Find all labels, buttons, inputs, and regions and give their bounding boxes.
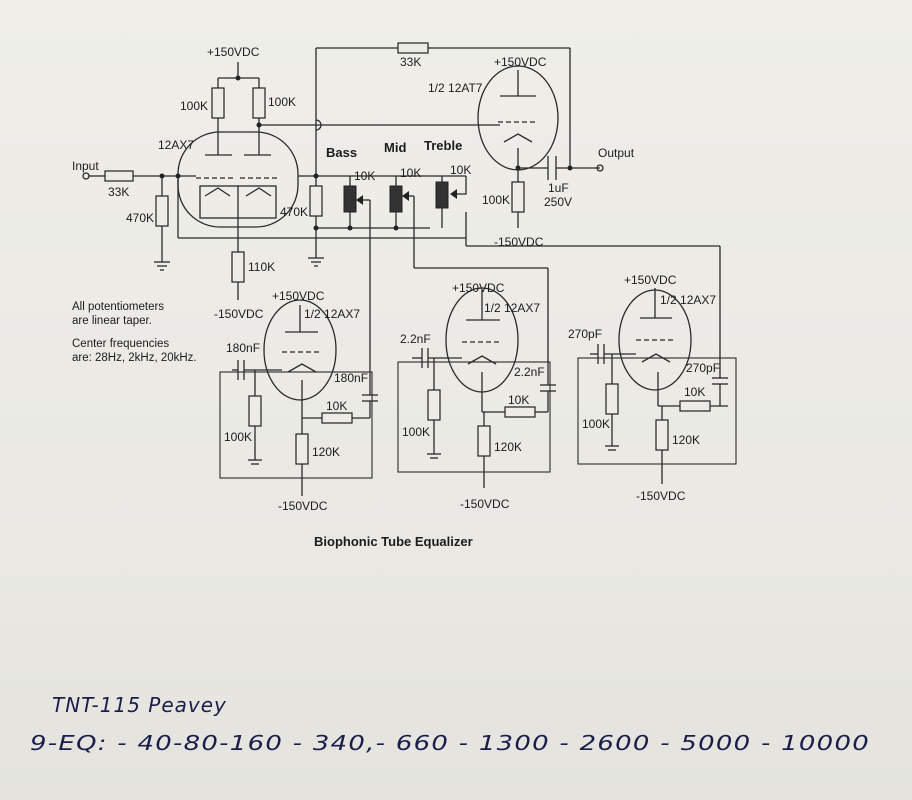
label-s3-r10k: 10K	[684, 385, 705, 399]
label-plus150-top: +150VDC	[207, 45, 260, 59]
component-labels: +150VDC 100K 100K 12AX7 Input 33K 470K 4…	[72, 45, 720, 549]
pot-bass	[343, 185, 357, 213]
label-s1-r120k: 120K	[312, 445, 340, 459]
label-pot-mid: 10K	[400, 166, 421, 180]
label-s3-minus150: -150VDC	[636, 489, 686, 503]
label-s3-plus150: +150VDC	[624, 273, 677, 287]
label-12ax7-main: 12AX7	[158, 138, 194, 152]
label-s3-cap-fb: 270pF	[686, 361, 720, 375]
label-output: Output	[598, 146, 635, 160]
label-r100k-out: 100K	[482, 193, 510, 207]
eq-potentiometers	[343, 176, 721, 395]
label-s2-minus150: -150VDC	[460, 497, 510, 511]
label-s2-cap-fb: 2.2nF	[514, 365, 545, 379]
label-treble: Treble	[424, 138, 462, 153]
bass-filter-section	[219, 299, 378, 496]
output-stage	[316, 42, 604, 228]
main-input-stage	[82, 48, 500, 300]
label-s1-minus150: -150VDC	[278, 499, 328, 513]
label-r100k-b: 100K	[268, 95, 296, 109]
label-s2-r100k: 100K	[402, 425, 430, 439]
label-s1-plus150: +150VDC	[272, 289, 325, 303]
label-minus150-out: -150VDC	[494, 235, 544, 249]
label-s1-r100k: 100K	[224, 430, 252, 444]
label-s2-tube: 1/2 12AX7	[484, 301, 540, 315]
label-s2-r10k: 10K	[508, 393, 529, 407]
label-r33k-fb: 33K	[400, 55, 421, 69]
label-plus150-out: +150VDC	[494, 55, 547, 69]
label-cap-250v: 250V	[544, 195, 572, 209]
diagram-caption: Biophonic Tube Equalizer	[314, 534, 473, 549]
label-mid: Mid	[384, 140, 406, 155]
handwriting-line-1: TNT-115 Peavey	[52, 693, 227, 717]
label-pot-bass: 10K	[354, 169, 375, 183]
note-line-2: are linear taper.	[72, 315, 152, 327]
label-s2-plus150: +150VDC	[452, 281, 505, 295]
note-line-1: All potentiometers	[72, 301, 164, 313]
label-s2-r120k: 120K	[494, 440, 522, 454]
pot-mid	[389, 185, 403, 213]
handwritten-note: TNT-115 Peavey 9-EQ: - 40-80-160 - 340,-…	[30, 693, 870, 755]
label-s3-r120k: 120K	[672, 433, 700, 447]
label-s3-cap-in: 270pF	[568, 327, 602, 341]
label-s1-tube: 1/2 12AX7	[304, 307, 360, 321]
label-r470k-in: 470K	[126, 211, 154, 225]
treble-filter-section	[577, 288, 737, 484]
mid-filter-section	[397, 287, 556, 488]
label-bass: Bass	[326, 145, 357, 160]
label-r100k-a: 100K	[180, 99, 208, 113]
label-s1-cap-in: 180nF	[226, 341, 260, 355]
handwriting-line-2: 9-EQ: - 40-80-160 - 340,- 660 - 1300 - 2…	[30, 731, 870, 755]
note-line-4: are: 28Hz, 2kHz, 20kHz.	[72, 352, 197, 364]
label-s3-tube: 1/2 12AX7	[660, 293, 716, 307]
label-s2-cap-in: 2.2nF	[400, 332, 431, 346]
label-r470k-mid: 470K	[280, 205, 308, 219]
label-cap-1uf: 1uF	[548, 181, 569, 195]
pot-treble	[435, 181, 449, 209]
note-line-3: Center frequencies	[72, 338, 169, 350]
label-input: Input	[72, 159, 99, 173]
label-r110k: 110K	[248, 260, 275, 274]
label-pot-treble: 10K	[450, 163, 471, 177]
label-s1-cap-fb: 180nF	[334, 371, 368, 385]
label-minus150-main: -150VDC	[214, 307, 264, 321]
label-s3-r100k: 100K	[582, 417, 610, 431]
label-r33k-in: 33K	[108, 185, 129, 199]
label-s1-r10k: 10K	[326, 399, 347, 413]
label-12at7: 1/2 12AT7	[428, 81, 483, 95]
